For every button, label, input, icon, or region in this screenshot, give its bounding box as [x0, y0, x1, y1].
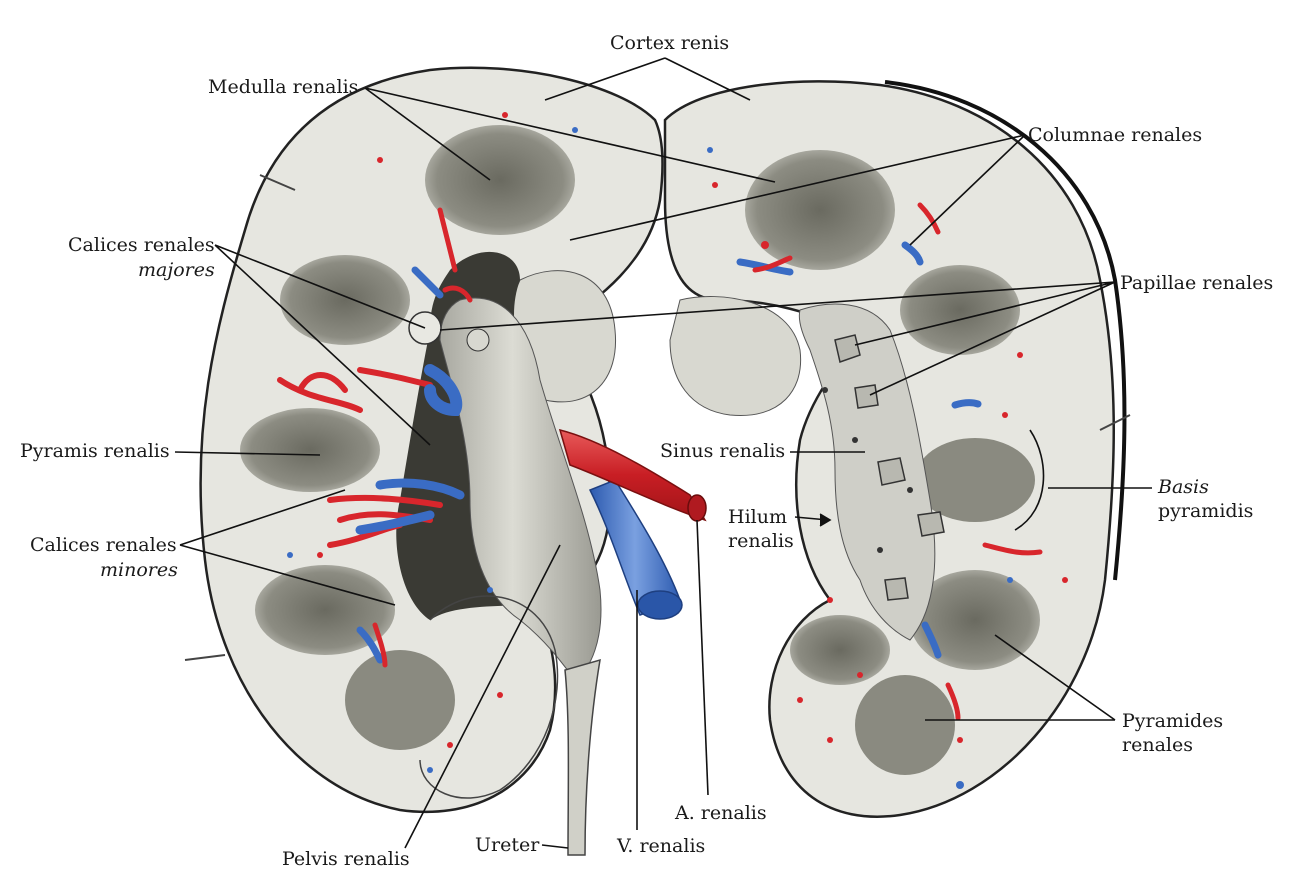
left-inner-artery-4	[372, 622, 388, 668]
label-pyramis-renalis: Pyramis renalis	[20, 440, 170, 462]
label-basis-pyramidis-line1: Basis	[1158, 476, 1209, 498]
left-kidney-half	[184, 66, 664, 856]
vessel-dots	[287, 112, 1068, 789]
leader-medulla-renalis	[364, 87, 776, 183]
left-pyramid-2	[280, 255, 410, 345]
right-papilla-4	[917, 511, 945, 537]
leader-columnae-renales	[569, 134, 1026, 246]
left-lower-lobe	[419, 595, 559, 799]
left-inner-vein-2	[355, 478, 465, 535]
right-sinus-hole-2	[852, 437, 858, 443]
label-pelvis-renalis: Pelvis renalis	[282, 848, 410, 870]
label-v-renalis: V. renalis	[617, 835, 706, 857]
renal-vessels	[558, 428, 707, 620]
right-pyramid-1	[745, 150, 895, 270]
right-outer-edge	[884, 80, 1127, 581]
right-inner-artery-1	[752, 202, 941, 273]
right-pyramid-4	[910, 570, 1040, 670]
left-inner-vein-3	[356, 266, 444, 664]
left-papilla-2	[466, 328, 490, 352]
label-sinus-renalis: Sinus renalis	[660, 440, 786, 462]
right-sinus-hole-3	[907, 487, 913, 493]
right-sinus-renalis	[798, 303, 936, 641]
right-papilla-2	[854, 384, 879, 409]
right-pyramid-3	[915, 438, 1035, 522]
right-inner-vein-2	[921, 399, 982, 659]
leader-cortex-renis	[544, 57, 751, 101]
label-calices-minores-line2: minores	[100, 559, 178, 581]
left-pyramid-1	[425, 125, 575, 235]
left-pyramid-4	[255, 565, 395, 655]
basis-pyramidis-arc	[1014, 429, 1045, 531]
hilum-arrow-head	[819, 513, 832, 527]
leader-ureter	[541, 844, 569, 849]
leader-calices-minores	[179, 489, 396, 606]
leader-pelvis-renalis	[404, 544, 561, 849]
right-pyramid-5	[790, 615, 890, 685]
left-pin-2	[184, 654, 226, 661]
left-inner-vessel-3	[437, 207, 473, 303]
left-inner-artery-1	[277, 367, 433, 413]
leader-pyramis-renalis	[174, 451, 321, 456]
label-ureter: Ureter	[475, 834, 540, 856]
label-basis-pyramidis-line2: pyramidis	[1158, 500, 1254, 522]
label-hilum-renalis-line2: renalis	[728, 530, 794, 552]
right-papilla-1	[834, 334, 861, 363]
right-pyramid-6	[855, 675, 955, 775]
label-calices-majores-line2: majores	[138, 259, 215, 281]
label-calices-minores-line1: Calices renales	[30, 534, 177, 556]
renal-vein-opening	[637, 590, 683, 620]
renal-artery-opening	[687, 494, 707, 522]
right-sinus-hole-1	[822, 387, 828, 393]
label-calices-majores-line1: Calices renales	[68, 234, 215, 256]
leader-pyramides-renales	[925, 634, 1116, 721]
label-medulla-renalis: Medulla renalis	[208, 76, 359, 98]
left-pin-1	[259, 174, 296, 191]
leader-lines	[174, 57, 1152, 849]
ureter	[564, 658, 601, 856]
right-upper-lobe	[669, 296, 802, 417]
right-kidney-half	[663, 80, 1131, 818]
label-columnae-renales: Columnae renales	[1028, 124, 1203, 146]
left-inner-vein-1	[424, 364, 463, 417]
leader-a-renalis	[696, 519, 709, 796]
right-inner-artery-2	[982, 542, 1043, 556]
label-a-renalis: A. renalis	[675, 802, 767, 824]
right-pin	[1099, 414, 1131, 431]
right-papilla-3	[877, 457, 906, 486]
left-pyramid-5	[345, 650, 455, 750]
renal-artery	[558, 428, 707, 522]
label-pyramides-renales-line1: Pyramides	[1122, 710, 1224, 732]
label-papillae-renales: Papillae renales	[1120, 272, 1274, 294]
right-inner-artery-3	[945, 682, 961, 721]
leader-papillae-renales	[439, 281, 1116, 396]
right-papilla-5	[884, 577, 909, 601]
label-pyramides-renales-line2: renales	[1122, 734, 1193, 756]
label-hilum-renalis-line1: Hilum	[728, 506, 787, 528]
label-cortex-renis: Cortex renis	[610, 32, 730, 54]
leader-calices-majores	[214, 244, 431, 446]
right-pyramid-2	[900, 265, 1020, 355]
left-pyramid-3	[240, 408, 380, 492]
right-sinus-hole-4	[877, 547, 883, 553]
